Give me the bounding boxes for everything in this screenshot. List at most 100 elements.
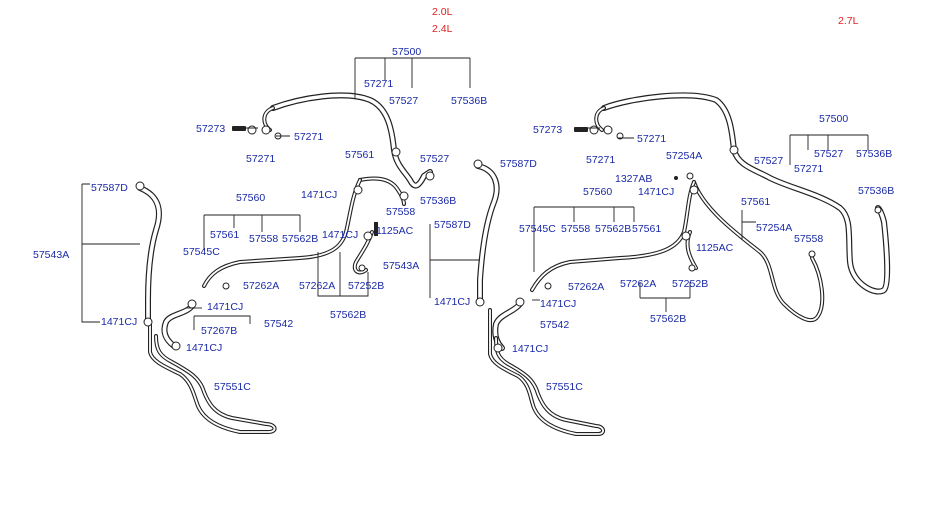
label-1471cj: 1471CJ xyxy=(512,343,548,355)
label-57561: 57561 xyxy=(632,223,661,235)
label-57500: 57500 xyxy=(392,46,421,58)
clamp-icon xyxy=(729,145,739,155)
label-57273: 57273 xyxy=(533,124,562,136)
label-57543a: 57543A xyxy=(383,260,419,272)
clamp-icon xyxy=(686,172,694,180)
label-57252b: 57252B xyxy=(672,278,708,290)
bolt-icon xyxy=(674,176,678,180)
right-leader-lines xyxy=(532,127,869,312)
label-57561: 57561 xyxy=(741,196,770,208)
label-57536b: 57536B xyxy=(420,195,456,207)
clamp-icon xyxy=(358,264,366,272)
clamp-icon xyxy=(353,185,363,195)
clamp-icon xyxy=(425,171,435,181)
label-57542: 57542 xyxy=(264,318,293,330)
label-1471cj: 1471CJ xyxy=(101,316,137,328)
header-2-7l: 2.7L xyxy=(838,15,859,27)
left-labels: 57500 57271 57527 57536B 57273 57271 572… xyxy=(33,46,537,393)
clamp-icon xyxy=(515,297,525,307)
label-57562b: 57562B xyxy=(650,313,686,325)
clamp-icon xyxy=(616,132,624,140)
label-57262a: 57262A xyxy=(620,278,656,290)
label-57527: 57527 xyxy=(814,148,843,160)
right-hose-drawings xyxy=(488,92,891,436)
label-57262a: 57262A xyxy=(243,280,279,292)
label-57271: 57271 xyxy=(586,154,615,166)
header-2-0l: 2.0L xyxy=(432,6,453,18)
clamp-icon xyxy=(473,159,483,169)
left-small-parts xyxy=(135,125,485,351)
label-57558: 57558 xyxy=(794,233,823,245)
label-57587d: 57587D xyxy=(91,182,128,194)
label-1471cj: 1471CJ xyxy=(207,301,243,313)
label-57262a: 57262A xyxy=(568,281,604,293)
clamp-icon xyxy=(589,125,599,135)
clamp-icon xyxy=(399,191,409,201)
label-57273: 57273 xyxy=(196,123,225,135)
label-57561: 57561 xyxy=(210,229,239,241)
clamp-icon xyxy=(544,282,552,290)
label-57562b: 57562B xyxy=(595,223,631,235)
bolt-icon xyxy=(232,126,246,131)
label-57254a: 57254A xyxy=(666,150,702,162)
label-57527: 57527 xyxy=(420,153,449,165)
bolt-icon xyxy=(374,222,378,236)
clamp-icon xyxy=(171,341,181,351)
left-leader-lines xyxy=(81,57,480,330)
label-1471cj: 1471CJ xyxy=(540,298,576,310)
clamp-icon xyxy=(391,147,401,157)
clamp-icon xyxy=(363,231,373,241)
label-57271: 57271 xyxy=(364,78,393,90)
label-57500: 57500 xyxy=(819,113,848,125)
label-1471cj: 1471CJ xyxy=(186,342,222,354)
label-57560: 57560 xyxy=(583,186,612,198)
label-57558: 57558 xyxy=(561,223,590,235)
label-57271: 57271 xyxy=(246,153,275,165)
label-57560: 57560 xyxy=(236,192,265,204)
header-2-4l: 2.4L xyxy=(432,23,453,35)
clamp-icon xyxy=(135,181,145,191)
clamp-icon xyxy=(681,231,691,241)
label-1471cj: 1471CJ xyxy=(638,186,674,198)
label-57262a: 57262A xyxy=(299,280,335,292)
label-57587d: 57587D xyxy=(434,219,471,231)
right-labels: 57273 57271 57271 57254A 57527 57500 575… xyxy=(512,113,894,393)
clamp-icon xyxy=(688,264,696,272)
engine-headers: 2.0L 2.4L 2.7L xyxy=(432,6,859,35)
clamp-icon xyxy=(143,317,153,327)
clamp-icon xyxy=(603,125,613,135)
label-57527: 57527 xyxy=(389,95,418,107)
label-57558: 57558 xyxy=(386,206,415,218)
label-57252b: 57252B xyxy=(348,280,384,292)
label-57271: 57271 xyxy=(637,133,666,145)
label-57587d: 57587D xyxy=(500,158,537,170)
label-1125ac: 1125AC xyxy=(376,225,414,237)
label-57545c: 57545C xyxy=(519,223,556,235)
label-57267b: 57267B xyxy=(201,325,237,337)
label-57562b: 57562B xyxy=(282,233,318,245)
label-57271: 57271 xyxy=(294,131,323,143)
label-57558: 57558 xyxy=(249,233,278,245)
clamp-icon xyxy=(187,299,197,309)
label-57543a: 57543A xyxy=(33,249,69,261)
label-57551c: 57551C xyxy=(546,381,583,393)
label-57527: 57527 xyxy=(754,155,783,167)
clamp-icon xyxy=(493,343,503,353)
clamp-icon xyxy=(689,185,699,195)
label-1327ab: 1327AB xyxy=(615,173,652,185)
label-57542: 57542 xyxy=(540,319,569,331)
label-57536b: 57536B xyxy=(858,185,894,197)
label-1125ac: 1125AC xyxy=(696,242,734,254)
label-57551c: 57551C xyxy=(214,381,251,393)
label-57536b: 57536B xyxy=(451,95,487,107)
left-hose-drawings xyxy=(137,92,500,434)
label-57271: 57271 xyxy=(794,163,823,175)
label-57545c: 57545C xyxy=(183,246,220,258)
label-57562b: 57562B xyxy=(330,309,366,321)
clamp-icon xyxy=(247,125,257,135)
clamp-icon xyxy=(475,297,485,307)
clamp-icon xyxy=(808,250,816,258)
clamp-icon xyxy=(261,125,271,135)
label-1471cj: 1471CJ xyxy=(301,189,337,201)
